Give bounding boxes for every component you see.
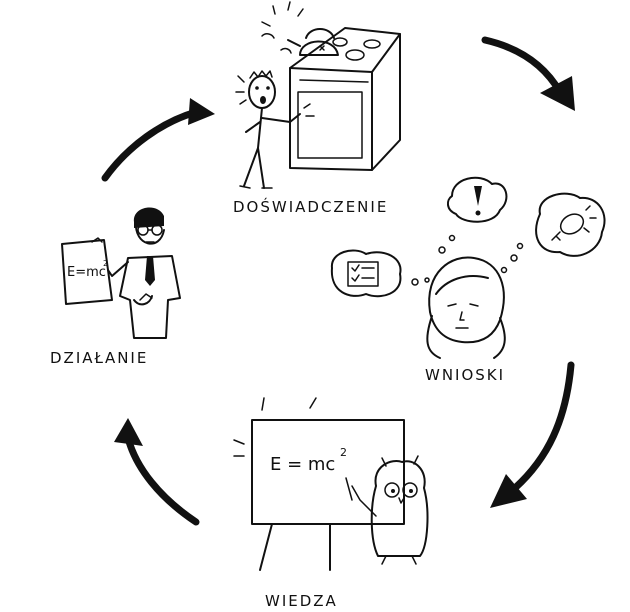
paper-formula-exponent: 2: [103, 259, 108, 268]
conclusions-illustration: WNIOSKI: [330, 176, 606, 384]
arrow-experience-to-conclusions: [481, 36, 575, 111]
arrow-conclusions-to-knowledge: [490, 361, 575, 508]
thought-dots: [411, 234, 524, 286]
arrow-action-to-experience: [101, 98, 215, 182]
stove: [289, 27, 401, 171]
board-formula: E = mc: [270, 454, 335, 475]
action-illustration: E=mc 2 DZIAŁANIE: [50, 207, 181, 367]
board-formula-exponent: 2: [340, 446, 347, 459]
label-knowledge: WIEDZA: [265, 592, 338, 610]
lightbulb-icon: [535, 192, 606, 257]
formula-sheet: E=mc 2: [61, 237, 113, 305]
label-action: DZIAŁANIE: [50, 349, 148, 367]
owl-teacher: [351, 455, 429, 565]
presenting-man: [107, 207, 181, 339]
knowledge-illustration: E = mc 2 WIEDZA: [233, 397, 429, 610]
steam-marks: [261, 1, 304, 54]
kettle: [287, 28, 339, 56]
blackboard: E = mc 2: [233, 397, 405, 571]
startled-person: [235, 70, 315, 189]
checklist-icon: [330, 249, 402, 298]
exclamation-icon: [446, 176, 508, 223]
thinking-woman: [426, 256, 506, 359]
experience-illustration: DOŚWIADCZENIE: [233, 1, 401, 216]
label-experience: DOŚWIADCZENIE: [233, 197, 388, 216]
arrow-knowledge-to-action: [114, 418, 200, 526]
paper-formula: E=mc: [67, 265, 106, 280]
label-conclusions: WNIOSKI: [425, 366, 505, 384]
